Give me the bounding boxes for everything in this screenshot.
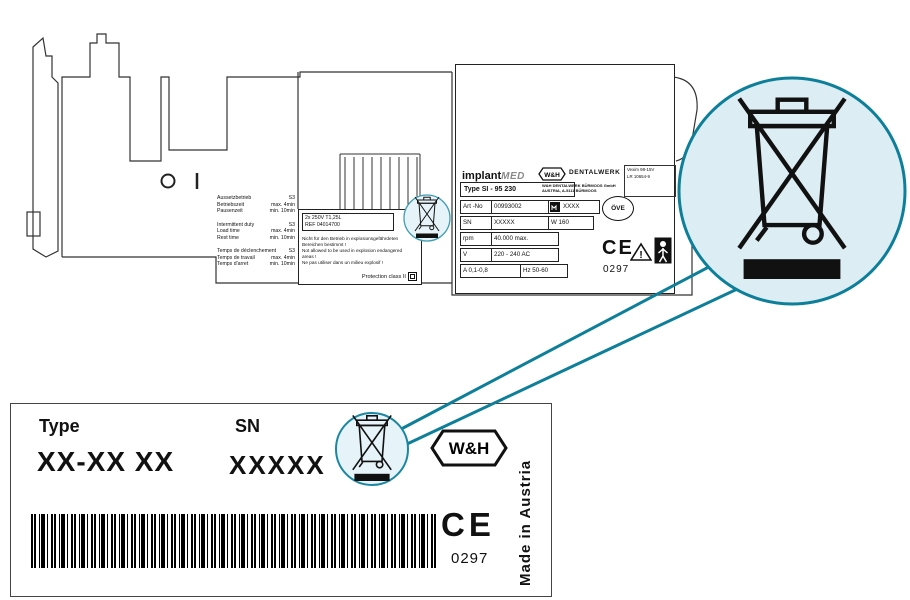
duty-label: Temps d'arret xyxy=(217,261,249,267)
certification-box: Vexim 98-15V LR 10654-9 xyxy=(624,165,676,197)
manufacturer-icon xyxy=(550,202,560,212)
sn-value-cell: XXXXX xyxy=(491,216,552,230)
fuse-spec: 2x 250V T1,25L xyxy=(305,215,342,221)
duty-value: min. 10min xyxy=(269,234,295,241)
wh-logo-small: W&H xyxy=(538,167,566,181)
manufacturer-address: W&H DENTALWERK BÜRMOOS GmbH AUSTRIA, A-5… xyxy=(542,183,616,194)
warning-line-de: Nicht für den Betrieb in explosionsgefäh… xyxy=(302,236,399,248)
label-ce-number: 0297 xyxy=(451,550,489,567)
label-type-heading: Type xyxy=(39,416,80,436)
label-type-value: XX-XX XX xyxy=(37,446,175,477)
rpm-value-cell: 40.000 max. xyxy=(491,232,559,246)
warning-line-en: Not allowed to be used in explosion enda… xyxy=(302,248,403,260)
made-in-austria: Made in Austria xyxy=(517,459,534,586)
hz-cell: Hz 50-60 xyxy=(520,264,568,278)
protection-class-label: Protection class II xyxy=(361,273,406,280)
applied-part-person-icon xyxy=(654,237,672,264)
explosion-warning: Nicht für den Betrieb in explosionsgefäh… xyxy=(302,236,414,267)
fuse-warning-box: 2x 250V T1,25L REF 04014700 Nicht für de… xyxy=(298,209,422,285)
svg-text:W&H: W&H xyxy=(449,439,490,458)
protection-class-row: Protection class II xyxy=(362,272,417,281)
duty-label: Pausenzeit xyxy=(217,208,243,214)
attention-icon: ! xyxy=(630,242,652,261)
artno-value-cell: 00993002 xyxy=(491,200,552,214)
mfg-date-cell: XXXX xyxy=(548,200,600,214)
ove-mark-icon: ÖVE xyxy=(602,196,634,221)
label-sn-value: XXXXX xyxy=(229,450,326,480)
vent-slits xyxy=(339,153,421,213)
watt-cell: W 160 xyxy=(548,216,594,230)
warning-line-fr: Ne pas utiliser dans un milieu explosif … xyxy=(302,260,384,266)
magnifier-circle xyxy=(677,76,907,306)
ce-number: 0297 xyxy=(603,264,630,275)
rating-plate: implantMED W&H DENTALWERK Vexim 98-15V L… xyxy=(455,64,676,294)
spare-sticker-label: Type SN XX-XX XX XXXXX W&H CE 0297 Made … xyxy=(10,403,552,597)
duty-value: min. 10min xyxy=(269,208,295,214)
duty-label: Rest time xyxy=(217,234,239,241)
brand-med: MED xyxy=(501,171,525,182)
svg-text:!: ! xyxy=(639,250,642,261)
protection-class2-icon xyxy=(408,272,417,281)
weee-icon-large xyxy=(739,99,845,279)
label-sn-heading: SN xyxy=(235,416,261,436)
cert-line-1: Vexim 98-15V xyxy=(627,167,655,172)
fuse-spec-box: 2x 250V T1,25L REF 04014700 xyxy=(302,213,394,231)
amp-cell: A 0,1-0,8 xyxy=(460,264,524,278)
cert-line-2: LR 10654-9 xyxy=(627,173,650,179)
power-off-icon xyxy=(160,173,176,189)
dentalwerk-label: DENTALWERK xyxy=(569,169,621,176)
brand-implant: implant xyxy=(462,170,502,182)
barcode xyxy=(31,514,437,568)
address-line-2: AUSTRIA, A-5111 BÜRMOOS xyxy=(542,188,597,194)
mfg-date-value: XXXX xyxy=(563,203,580,210)
wh-logo-large: W&H xyxy=(430,429,508,467)
svg-text:W&H: W&H xyxy=(544,172,560,179)
volt-value-cell: 220 - 240 AC xyxy=(491,248,559,262)
fuse-ref: REF 04014700 xyxy=(305,221,340,228)
duty-value: min. 10min xyxy=(269,261,295,267)
label-ce-mark: CE xyxy=(441,506,495,543)
